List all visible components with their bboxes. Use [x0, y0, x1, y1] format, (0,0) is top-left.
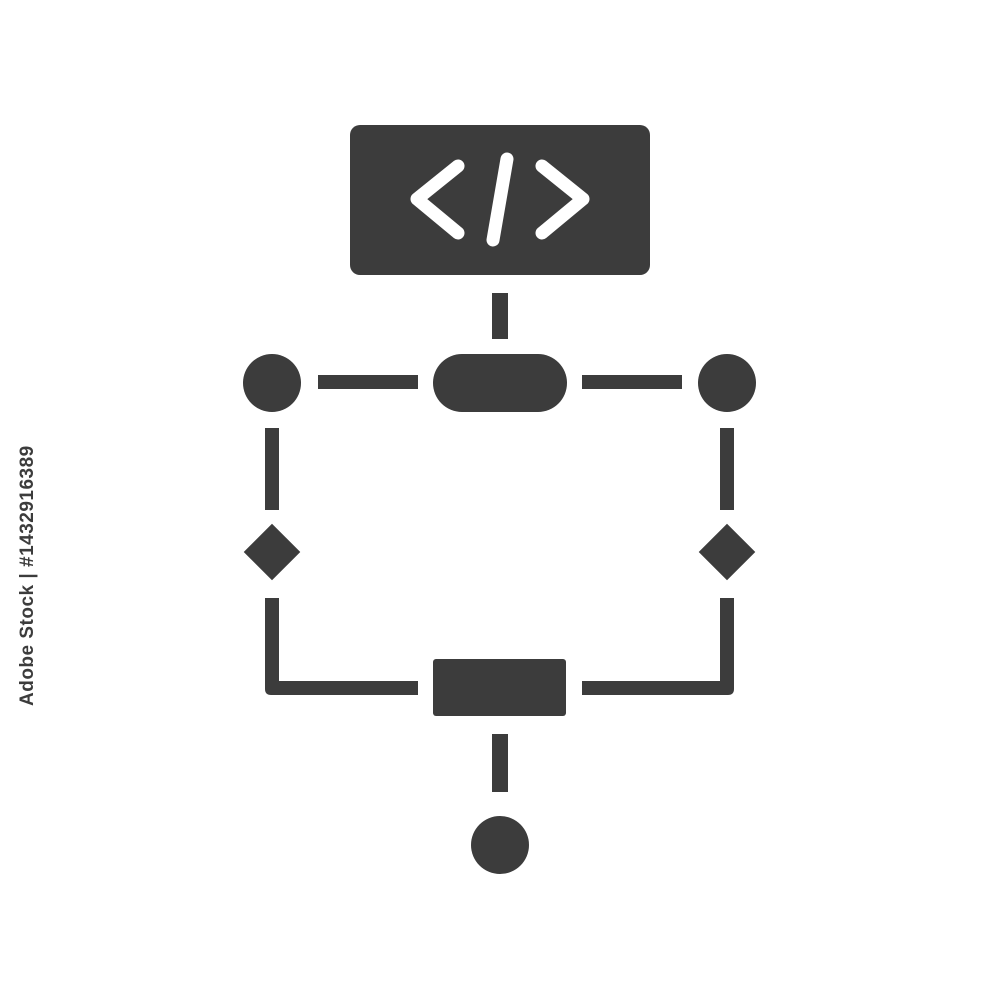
left-angle-bracket [410, 159, 465, 240]
connector-top [492, 293, 508, 339]
slash-mark [486, 152, 514, 247]
right-node-circle [698, 354, 756, 412]
process-box [433, 659, 566, 716]
connector-left-vertical-upper [265, 428, 279, 510]
connector-right-lower [582, 598, 734, 695]
end-node-circle [471, 816, 529, 874]
stock-id-label: Adobe Stock | #1432916389 [17, 445, 38, 706]
terminal-pill [433, 354, 567, 412]
right-angle-bracket [535, 159, 590, 240]
right-decision-diamond [698, 523, 756, 581]
code-glyph-icon [410, 152, 590, 247]
connector-bottom [492, 734, 508, 792]
left-decision-diamond [243, 523, 301, 581]
connector-left-lower [265, 598, 418, 695]
connector-left-upper [318, 375, 418, 389]
connector-right-upper [582, 375, 682, 389]
left-node-circle [243, 354, 301, 412]
connector-right-vertical-upper [720, 428, 734, 510]
